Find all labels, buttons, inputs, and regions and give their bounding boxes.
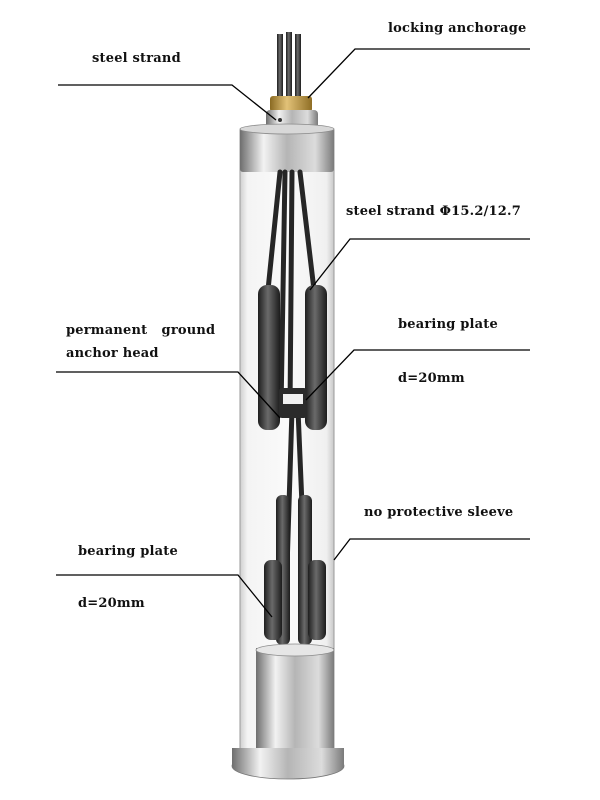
- locking-anchorage-brass: [270, 96, 312, 112]
- top-cap: [240, 128, 334, 172]
- label-locking-anchorage: locking anchorage: [388, 21, 527, 36]
- leader-permanent-anchor: [56, 371, 281, 419]
- leader-no-protective-sleeve: [333, 538, 530, 561]
- label-permanent-anchor-1: permanent ground: [66, 323, 216, 338]
- label-no-protective-sleeve: no protective sleeve: [364, 505, 514, 520]
- label-steel-strand: steel strand: [92, 51, 181, 66]
- leader-steel-strand-spec: [309, 238, 530, 291]
- label-bearing-plate-left: bearing plate: [78, 544, 178, 559]
- leader-steel-strand: [58, 84, 277, 121]
- top-strands: [277, 32, 301, 100]
- label-bearing-plate-left-d: d=20mm: [78, 596, 145, 611]
- label-steel-strand-spec: steel strand Φ15.2/12.7: [346, 204, 521, 219]
- leader-bearing-plate-right: [305, 349, 530, 401]
- leader-bearing-plate-left: [56, 574, 273, 618]
- leader-lines: [56, 48, 530, 618]
- label-bearing-plate-right: bearing plate: [398, 317, 498, 332]
- bottom-cylinder: [256, 648, 334, 750]
- upper-anchor-head: [258, 285, 327, 430]
- leader-locking-anchorage: [307, 48, 530, 99]
- lower-bearing-assembly: [264, 495, 326, 645]
- label-bearing-plate-right-d: d=20mm: [398, 371, 465, 386]
- label-permanent-anchor-2: anchor head: [66, 346, 159, 361]
